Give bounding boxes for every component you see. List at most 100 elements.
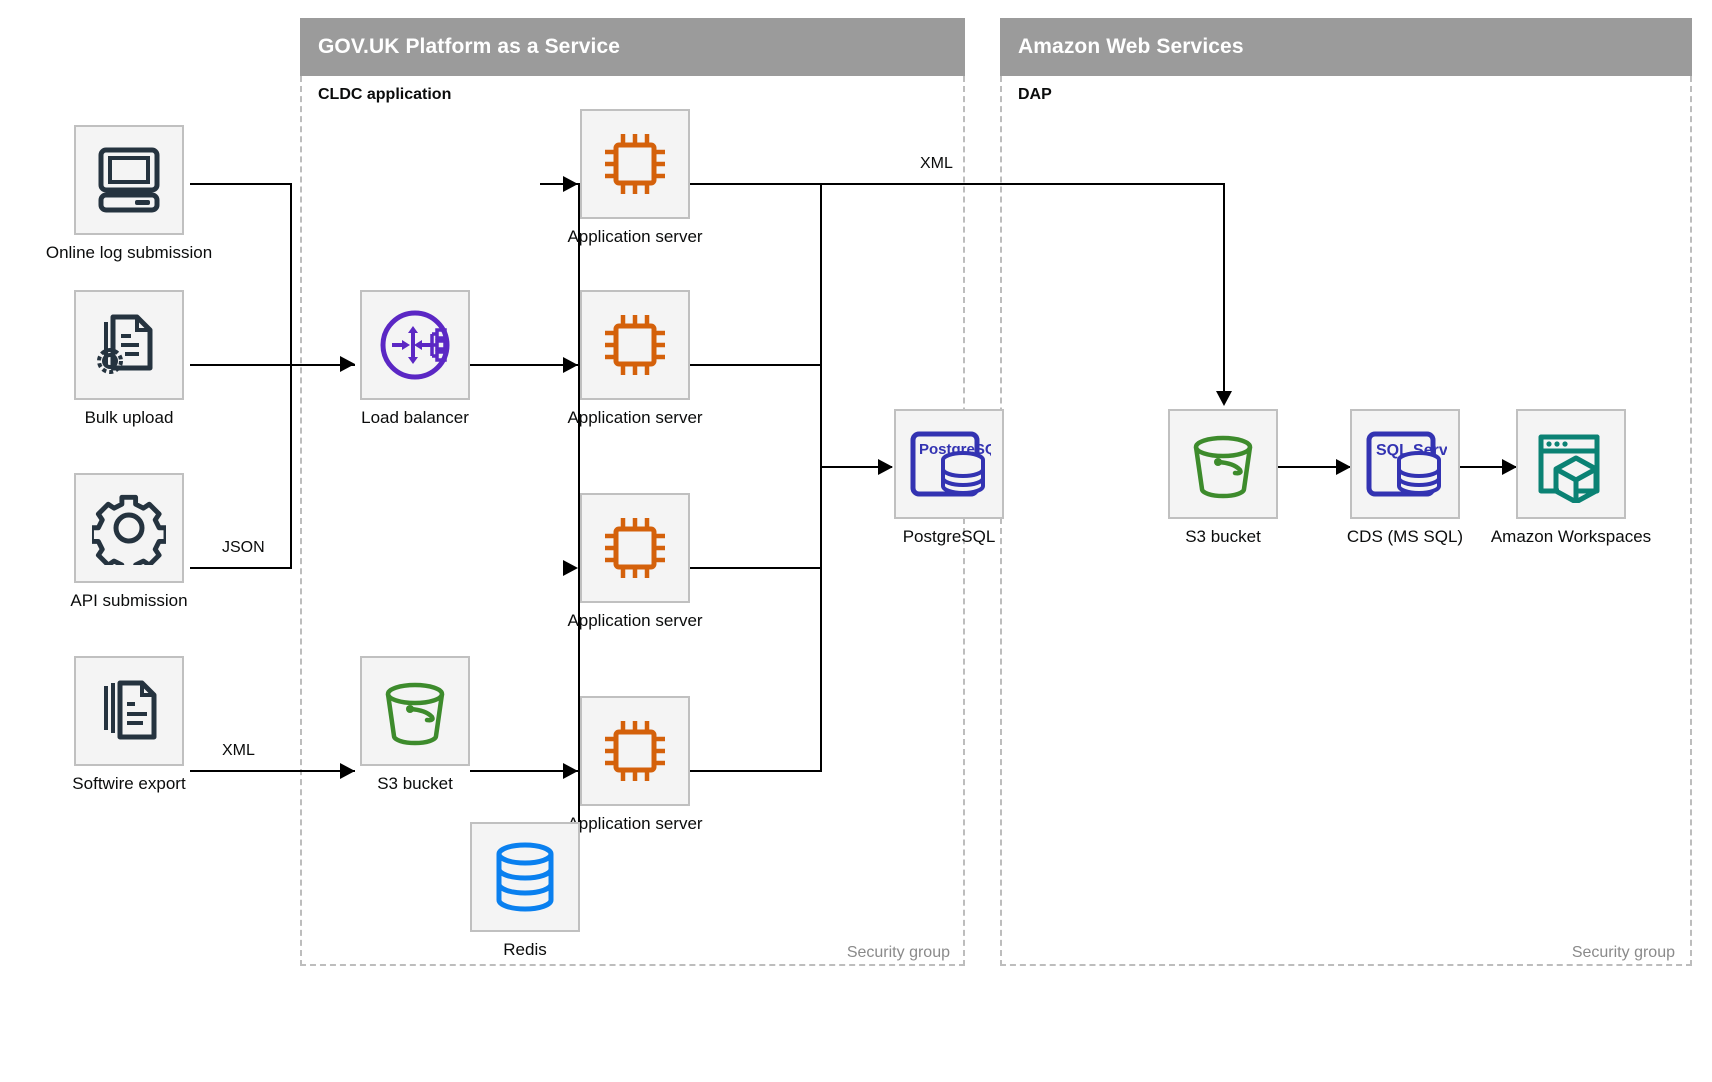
amazon-workspaces-icon — [1538, 434, 1600, 503]
arrow-into-app-server-3 — [563, 560, 578, 576]
tile-load-balancer — [360, 290, 470, 400]
edge-appbus-to-server-1b — [540, 183, 580, 185]
node-label-postgresql: PostgreSQL — [902, 527, 996, 546]
edge-bulk-upload-to-lb — [190, 364, 355, 366]
edge-s3-to-server4 — [470, 770, 580, 772]
gear-icon — [92, 494, 166, 565]
cpu-chip-icon — [605, 721, 665, 781]
tile-postgresql: PostgreSQL — [894, 409, 1004, 519]
cpu-chip-icon — [605, 518, 665, 578]
cpu-chip-icon — [605, 315, 665, 375]
arrow-into-s3-bucket-aws — [1216, 391, 1232, 406]
tile-bulk-upload — [74, 290, 184, 400]
node-label-redis: Redis — [503, 940, 547, 959]
group-header-paas: GOV.UK Platform as a Service — [300, 18, 965, 76]
tile-s3-bucket-aws — [1168, 409, 1278, 519]
group-body-paas — [300, 76, 965, 966]
tile-app-server-3 — [580, 493, 690, 603]
security-group-label-aws: Security group — [1571, 944, 1675, 961]
tile-s3-bucket-paas — [360, 656, 470, 766]
edge-server2-out — [690, 364, 822, 366]
node-label-app-server-4: Application server — [567, 814, 703, 833]
edge-app-distribution-bus — [578, 183, 580, 771]
group-header-aws: Amazon Web Services — [1000, 18, 1692, 76]
postgresql-database-icon: PostgreSQL — [910, 431, 991, 497]
node-cds-ms-sql[interactable]: SQL Server CDS (MS SQL) — [1347, 409, 1463, 546]
tile-softwire-export — [74, 656, 184, 766]
arrow-into-cds — [1336, 459, 1351, 475]
edge-label-xml-softwire: XML — [222, 742, 255, 759]
node-label-app-server-1: Application server — [567, 227, 703, 246]
tile-online-log-submission — [74, 125, 184, 235]
edge-server4-out — [690, 770, 822, 772]
arrow-into-load-balancer — [340, 356, 355, 372]
node-api-submission[interactable]: API submission — [70, 473, 188, 610]
node-postgresql[interactable]: PostgreSQL PostgreSQL — [894, 409, 1004, 546]
group-sublabel-dap: DAP — [1018, 86, 1052, 103]
node-softwire-export[interactable]: Softwire export — [72, 656, 186, 793]
s3-bucket-icon — [385, 682, 445, 746]
arrow-into-s3-bucket-paas — [340, 763, 355, 779]
tile-cds-ms-sql: SQL Server — [1350, 409, 1460, 519]
tile-api-submission — [74, 473, 184, 583]
arrow-into-postgresql — [878, 459, 893, 475]
edge-softwire-to-s3 — [190, 770, 355, 772]
node-app-server-4[interactable]: Application server — [567, 696, 703, 833]
edge-server3-out — [690, 567, 822, 569]
s3-bucket-icon — [1193, 435, 1253, 499]
node-label-app-server-2: Application server — [567, 408, 703, 427]
documents-stack-icon — [104, 680, 157, 740]
edge-label-xml-appserver: XML — [920, 155, 953, 172]
security-group-label-paas: Security group — [846, 944, 950, 961]
group-sublabel-cldc: CLDC application — [318, 86, 452, 103]
edge-xml-to-aws — [690, 183, 1225, 185]
tile-redis — [470, 822, 580, 932]
arrow-into-workspaces — [1502, 459, 1517, 475]
node-load-balancer[interactable]: Load balancer — [360, 290, 470, 427]
sql-server-database-icon: SQL Server — [1366, 431, 1447, 497]
node-label-api-submission: API submission — [70, 591, 188, 610]
document-gear-icon — [97, 314, 153, 374]
group-title-aws: Amazon Web Services — [1018, 35, 1244, 58]
tile-amazon-workspaces — [1516, 409, 1626, 519]
node-label-cds-ms-sql: CDS (MS SQL) — [1346, 527, 1464, 546]
group-body-aws — [1000, 76, 1692, 966]
node-label-load-balancer: Load balancer — [361, 408, 469, 427]
edge-db-collection-bus — [820, 183, 822, 772]
node-bulk-upload[interactable]: Bulk upload — [74, 290, 184, 427]
node-redis[interactable]: Redis — [470, 822, 580, 959]
group-title-paas: GOV.UK Platform as a Service — [318, 35, 620, 58]
node-label-s3-bucket-paas: S3 bucket — [377, 774, 453, 793]
edge-cds-to-workspaces — [1444, 466, 1516, 468]
edge-lb-to-appbus — [470, 364, 580, 366]
edge-bus-to-postgresql — [820, 466, 892, 468]
arrow-into-app-server-2 — [563, 357, 578, 373]
edge-xml-drop-to-s3 — [1223, 183, 1225, 395]
edge-label-json-api: JSON — [222, 539, 265, 556]
tile-app-server-2 — [580, 290, 690, 400]
tile-app-server-1 — [580, 109, 690, 219]
edge-source-bus — [290, 183, 292, 569]
node-label-s3-bucket-aws: S3 bucket — [1185, 527, 1261, 546]
edge-api-submission-to-bus — [190, 567, 292, 569]
node-s3-bucket-aws[interactable]: S3 bucket — [1168, 409, 1278, 546]
node-label-app-server-3: Application server — [567, 611, 703, 630]
tile-app-server-4 — [580, 696, 690, 806]
desktop-computer-icon — [98, 147, 160, 213]
node-label-bulk-upload: Bulk upload — [84, 408, 174, 427]
node-label-amazon-workspaces: Amazon Workspaces — [1490, 527, 1652, 546]
node-app-server-2[interactable]: Application server — [567, 290, 703, 427]
node-label-online-log-submission: Online log submission — [45, 243, 213, 262]
load-balancer-icon — [380, 310, 450, 380]
edge-s3-to-cds — [1278, 466, 1350, 468]
node-s3-bucket-paas[interactable]: S3 bucket — [360, 656, 470, 793]
node-app-server-3[interactable]: Application server — [567, 493, 703, 630]
node-amazon-workspaces[interactable]: Amazon Workspaces — [1491, 409, 1651, 546]
node-label-softwire-export: Softwire export — [72, 774, 186, 793]
node-online-log-submission[interactable]: Online log submission — [46, 125, 212, 262]
edge-online-log-to-bus — [190, 183, 292, 185]
arrow-into-app-server-1 — [563, 176, 578, 192]
redis-database-icon — [496, 842, 554, 912]
node-app-server-1[interactable]: Application server — [567, 109, 703, 246]
